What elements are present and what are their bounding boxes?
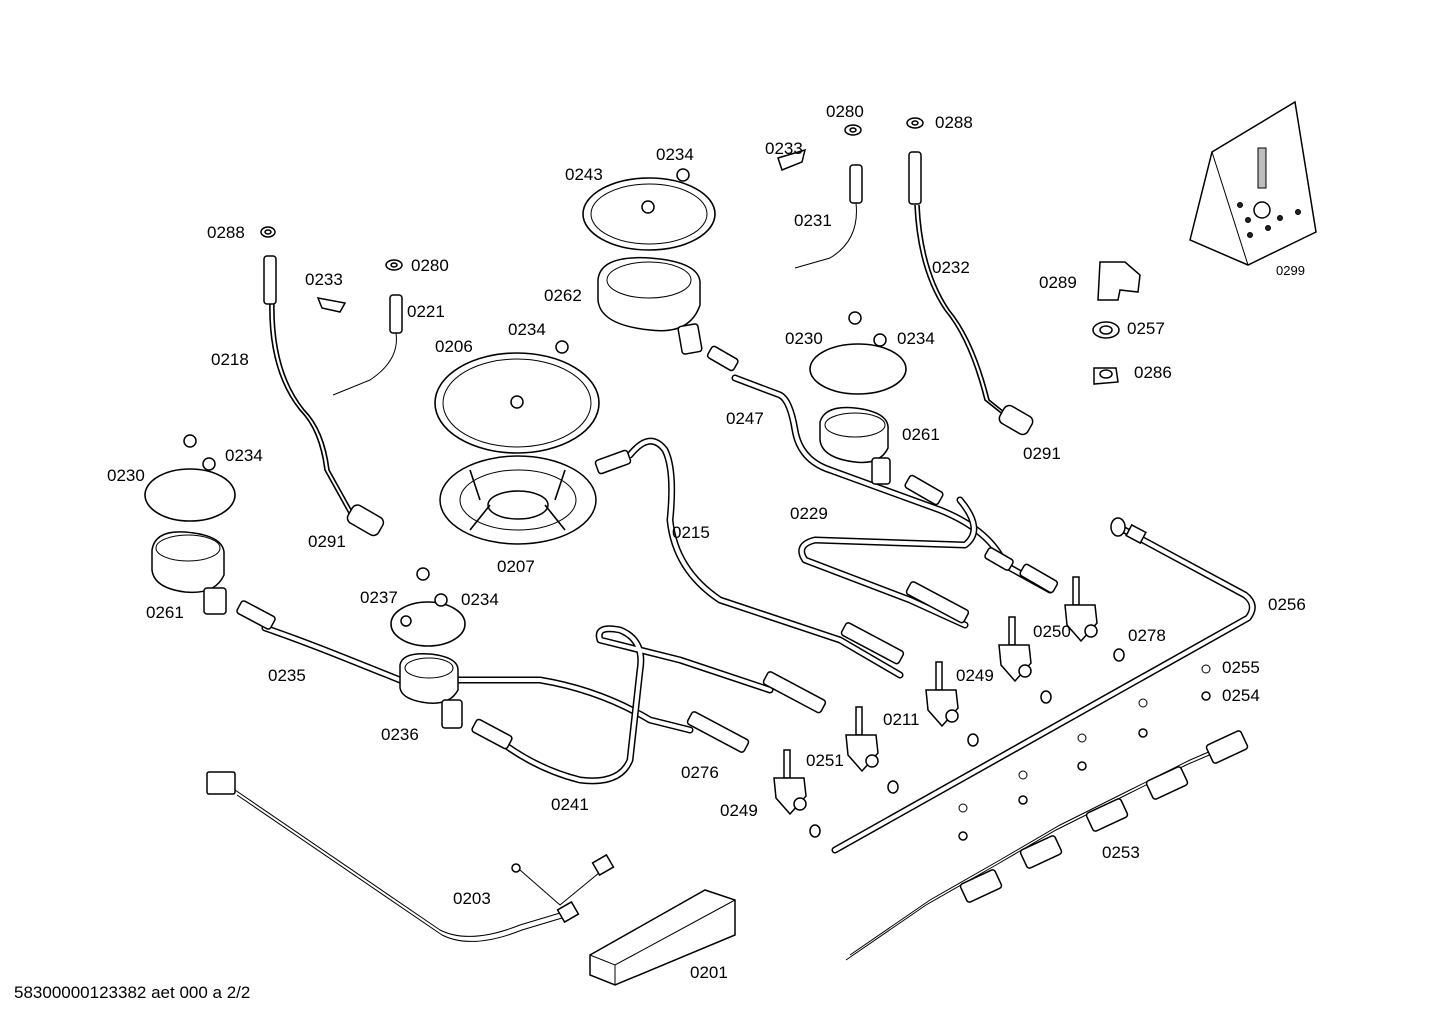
label-0203: 0203 xyxy=(453,889,491,908)
label-0237: 0237 xyxy=(360,588,398,607)
label-0286: 0286 xyxy=(1134,363,1172,382)
label-0234-right: 0234 xyxy=(897,329,935,348)
gas-tubes xyxy=(261,374,1054,785)
label-0241: 0241 xyxy=(551,795,589,814)
screws xyxy=(183,168,887,627)
label-0211: 0211 xyxy=(883,710,920,729)
label-0215: 0215 xyxy=(672,523,710,542)
label-0256: 0256 xyxy=(1268,595,1306,614)
label-0233-top: 0233 xyxy=(765,139,803,158)
label-0280-left: 0280 xyxy=(411,256,449,275)
label-0234-top: 0234 xyxy=(656,145,694,164)
connector-parts xyxy=(1092,261,1141,385)
wiring-harness xyxy=(206,771,615,942)
injector-kit-bag xyxy=(1189,100,1317,266)
label-0254: 0254 xyxy=(1222,686,1260,705)
label-0235: 0235 xyxy=(268,666,306,685)
ignition-switch-harness xyxy=(845,664,1249,961)
label-0207: 0207 xyxy=(497,557,535,576)
label-0201: 0201 xyxy=(690,963,728,982)
label-0257: 0257 xyxy=(1127,319,1165,338)
label-0234-left: 0234 xyxy=(225,446,263,465)
label-0276: 0276 xyxy=(681,763,719,782)
switch-module xyxy=(589,889,736,986)
label-0291-left: 0291 xyxy=(308,532,346,551)
label-0230-left: 0230 xyxy=(107,466,145,485)
label-0221: 0221 xyxy=(407,302,445,321)
label-0249-left: 0249 xyxy=(720,801,758,820)
label-0236: 0236 xyxy=(381,725,419,744)
label-0206: 0206 xyxy=(435,337,473,356)
label-0255: 0255 xyxy=(1222,658,1260,677)
washers xyxy=(260,117,924,271)
label-0231: 0231 xyxy=(794,211,832,230)
label-0247: 0247 xyxy=(726,409,764,428)
label-0218: 0218 xyxy=(211,350,249,369)
gas-valves xyxy=(773,576,1125,838)
label-0250: 0250 xyxy=(1033,622,1071,641)
label-0261-right: 0261 xyxy=(902,425,940,444)
label-0289: 0289 xyxy=(1039,273,1077,292)
label-0261-left: 0261 xyxy=(146,603,184,622)
label-0230-right: 0230 xyxy=(785,329,823,348)
label-0253: 0253 xyxy=(1102,843,1140,862)
burner-bodies xyxy=(151,256,891,729)
label-0232: 0232 xyxy=(932,258,970,277)
drawing-reference-number: 58300000123382 aet 000 a 2/2 xyxy=(14,983,251,1002)
label-0288-left: 0288 xyxy=(207,223,245,242)
label-0249-right: 0249 xyxy=(956,666,994,685)
tube-fittings xyxy=(236,345,1059,753)
gas-manifold-rail xyxy=(831,517,1256,854)
label-0278: 0278 xyxy=(1128,626,1166,645)
label-0280-top: 0280 xyxy=(826,102,864,121)
label-0251: 0251 xyxy=(806,751,844,770)
label-0262: 0262 xyxy=(544,286,582,305)
label-0229: 0229 xyxy=(790,504,828,523)
label-0243: 0243 xyxy=(565,165,603,184)
label-0234-small: 0234 xyxy=(461,590,499,609)
label-0233-left: 0233 xyxy=(305,270,343,289)
label-0299: 0299 xyxy=(1276,263,1305,278)
label-0291-right: 0291 xyxy=(1023,444,1061,463)
label-0288-right: 0288 xyxy=(935,113,973,132)
ignition-electrodes xyxy=(316,148,863,396)
burner-rings xyxy=(144,177,907,647)
label-0234-center: 0234 xyxy=(508,320,546,339)
thermocouples xyxy=(263,151,1034,537)
